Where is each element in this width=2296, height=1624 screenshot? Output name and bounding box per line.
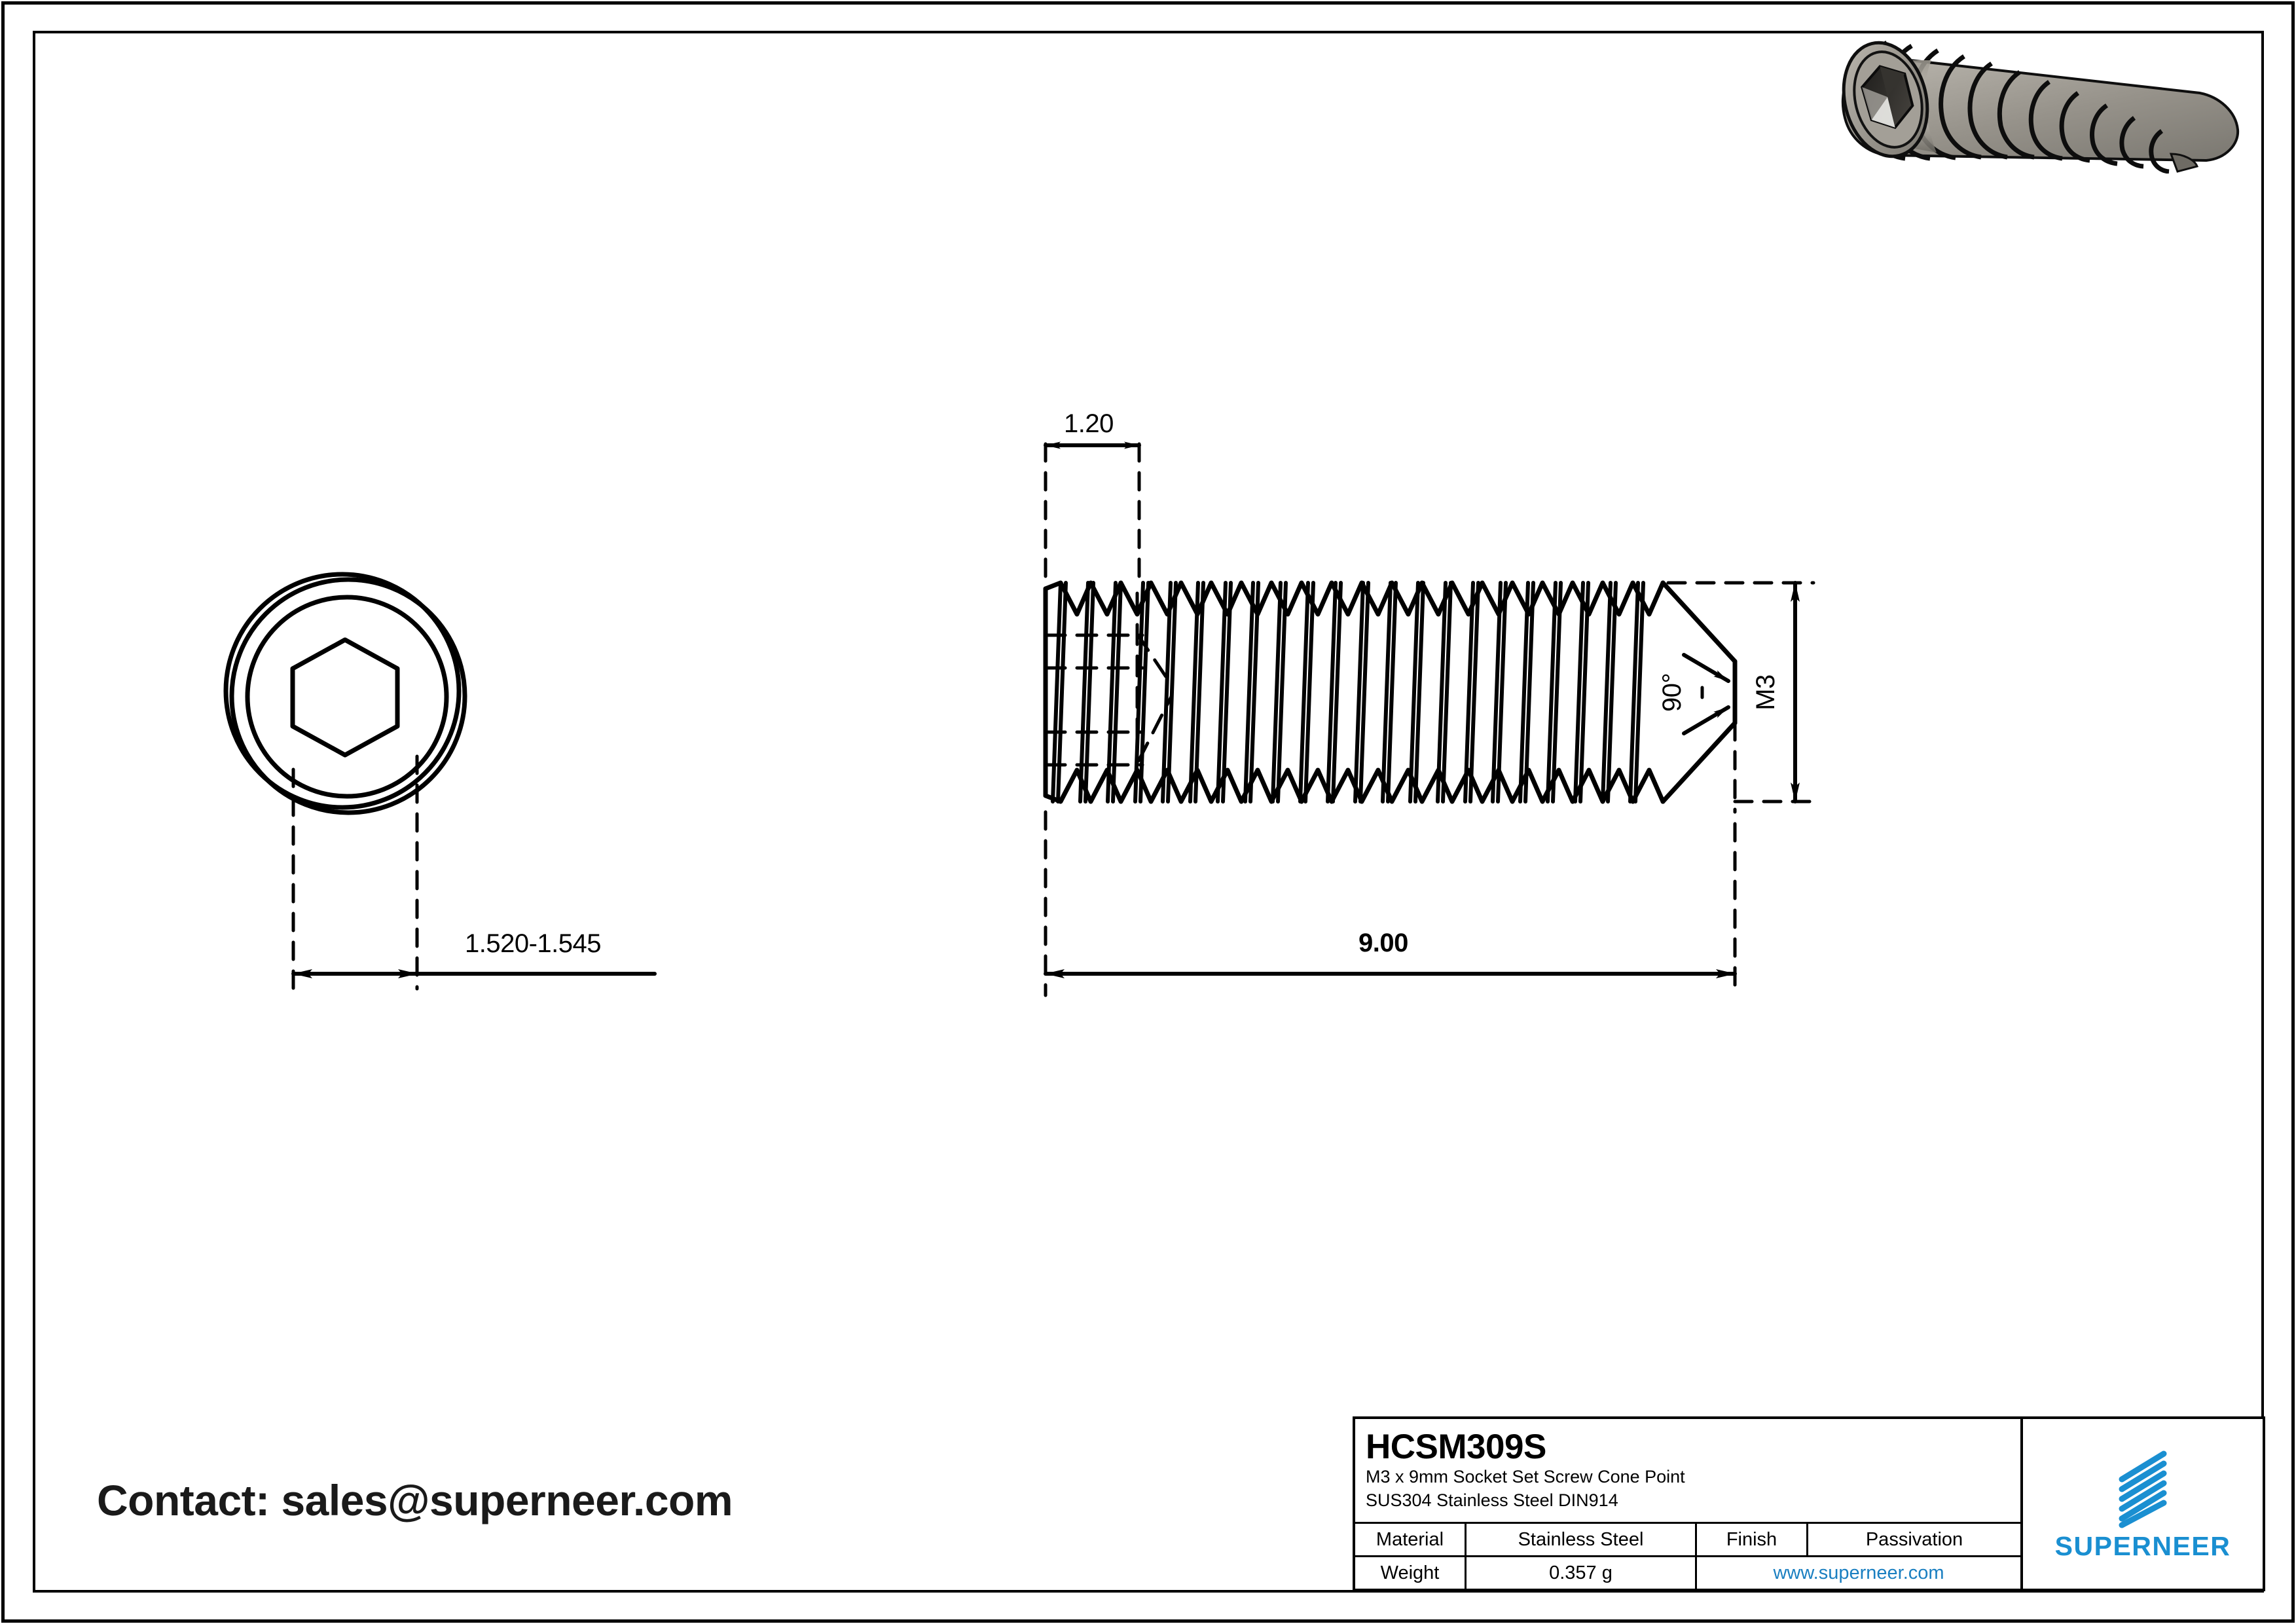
- dim-socket-depth: 1.20: [1064, 409, 1114, 438]
- material-value: Stainless Steel: [1467, 1524, 1697, 1555]
- hex-socket-recess: [1861, 65, 1914, 130]
- cone-angle-leader: [1682, 653, 1730, 735]
- description-line-1: M3 x 9mm Socket Set Screw Cone Point: [1366, 1467, 1685, 1487]
- finish-value: Passivation: [1865, 1528, 1963, 1550]
- hidden-socket-lines: [1044, 591, 1174, 767]
- brand-wordmark: SUPERNEER: [2054, 1531, 2231, 1561]
- dim-overall-length: 9.00: [1358, 929, 1408, 957]
- superneer-stripes-logo: [2119, 1450, 2167, 1528]
- dim-across-flats: 1.520-1.545: [465, 929, 602, 958]
- part-description-group: HCSM309S M3 x 9mm Socket Set Screw Cone …: [1355, 1419, 2020, 1522]
- sheet-inner-border: [33, 31, 2264, 1593]
- spec-row-material: Material Stainless Steel Finish Passivat…: [1355, 1522, 2020, 1555]
- contact-line: Contact: sales@superneer.com: [97, 1476, 733, 1524]
- brand-logo-cell: SUPERNEER: [2023, 1419, 2263, 1589]
- description-line-2: SUS304 Stainless Steel DIN914: [1366, 1490, 1618, 1511]
- end-view-circles: [223, 572, 467, 815]
- material-label: Material: [1355, 1524, 1467, 1555]
- finish-label: Finish: [1697, 1524, 1808, 1555]
- part-number: HCSM309S: [1366, 1428, 1546, 1466]
- cone-point: [1660, 580, 1738, 804]
- title-block: HCSM309S M3 x 9mm Socket Set Screw Cone …: [1353, 1416, 2265, 1591]
- dim-cone-angle: 90°: [1658, 673, 1686, 712]
- spec-table: Material Stainless Steel Finish Passivat…: [1355, 1522, 2020, 1589]
- hex-socket-outline: [290, 637, 400, 758]
- website-link[interactable]: www.superneer.com: [1773, 1562, 1944, 1583]
- weight-label: Weight: [1355, 1557, 1467, 1589]
- isometric-render: [1841, 40, 2240, 174]
- weight-value: 0.357 g: [1467, 1557, 1697, 1589]
- dim-thread-size: M3: [1751, 674, 1780, 710]
- title-block-main: HCSM309S M3 x 9mm Socket Set Screw Cone …: [1355, 1419, 2023, 1589]
- spec-row-weight: Weight 0.357 g www.superneer.com: [1355, 1555, 2020, 1589]
